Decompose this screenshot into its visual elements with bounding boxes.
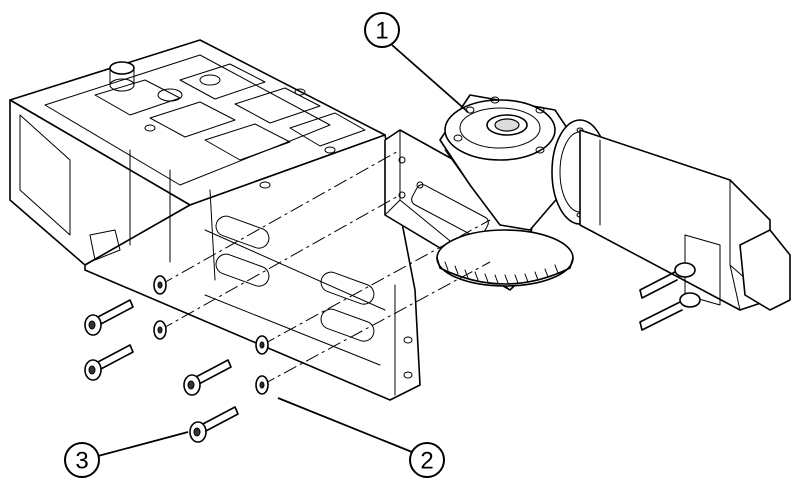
callout-3-leader <box>97 431 189 457</box>
motor <box>579 129 791 331</box>
callout-2-leader <box>277 397 413 453</box>
callout-3-circle <box>64 442 100 478</box>
callout-2: 2 <box>277 397 445 478</box>
callout-2-circle <box>409 442 445 478</box>
callout-1-circle <box>364 12 400 48</box>
screws <box>84 299 239 443</box>
callout-1-label: 1 <box>375 18 388 45</box>
callout-3-label: 3 <box>75 448 88 475</box>
callout-3: 3 <box>64 431 189 478</box>
washers <box>153 275 269 395</box>
callout-2-label: 2 <box>420 448 433 475</box>
housing-block <box>9 39 421 401</box>
toothed-pulley <box>436 229 574 287</box>
callout-1: 1 <box>364 12 469 113</box>
gearbox <box>439 94 576 231</box>
assembly-axis-lines <box>159 149 491 386</box>
callout-1-leader <box>391 44 469 113</box>
